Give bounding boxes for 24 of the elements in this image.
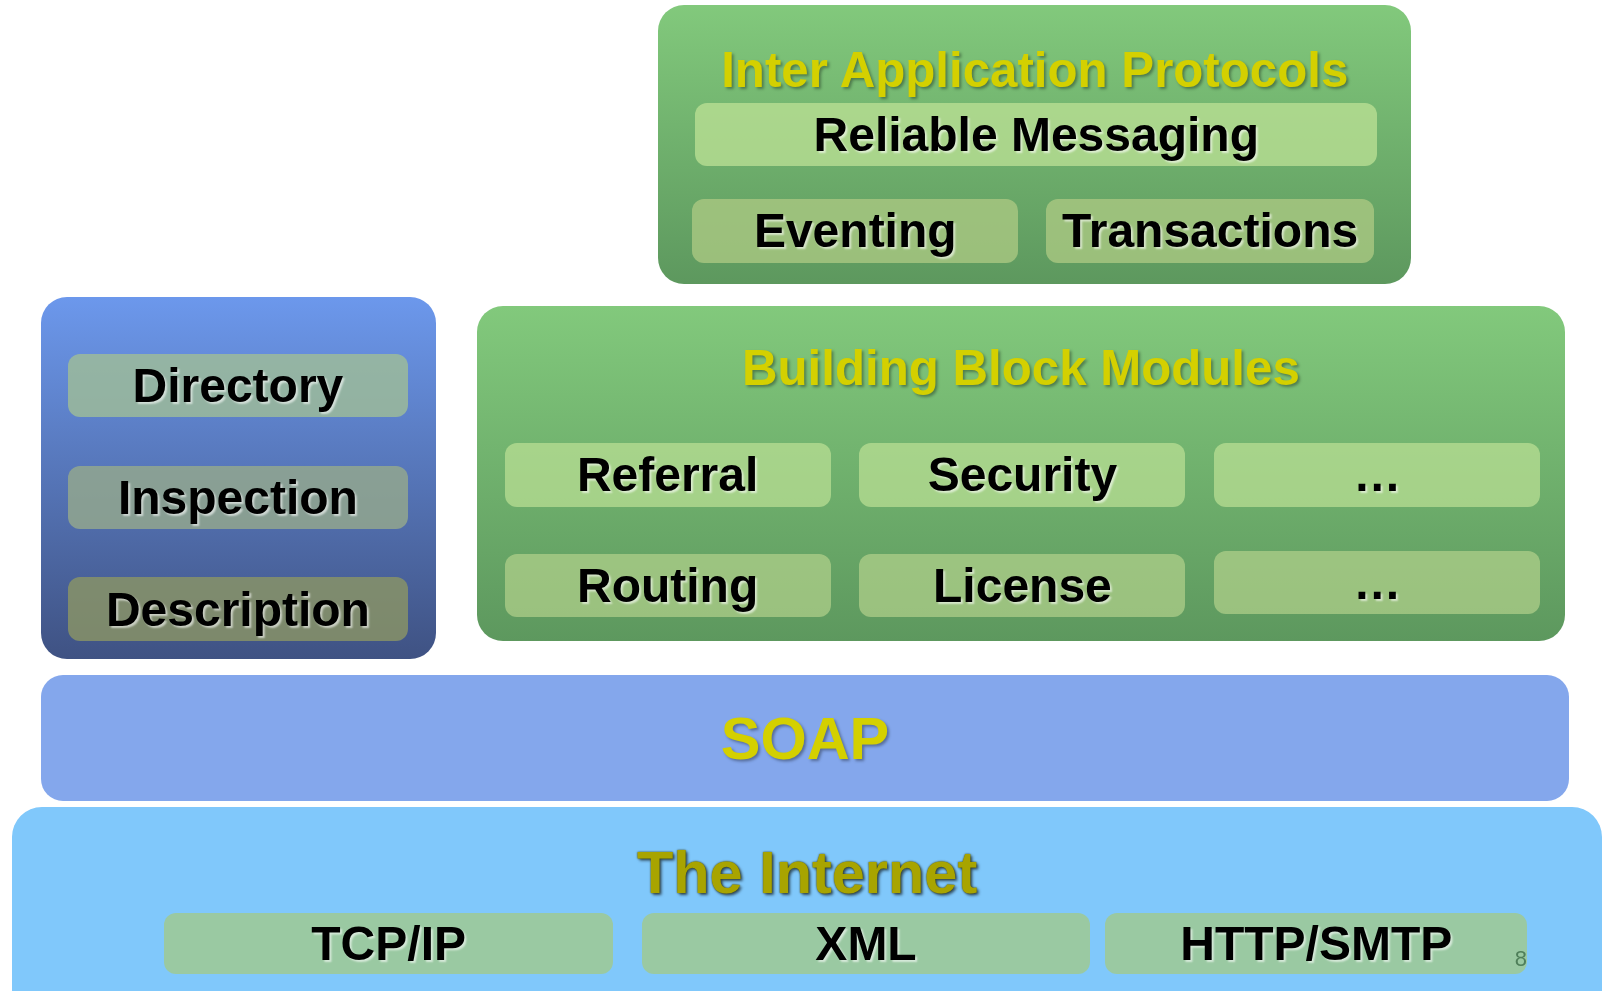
layer-panel — [658, 5, 1412, 285]
layer-heading: Building Block Modules — [740, 339, 1301, 397]
module-box: TCP/IP — [164, 912, 614, 975]
layer-band — [41, 674, 1569, 801]
layer-panel — [476, 305, 1565, 641]
module-box: Directory — [67, 353, 409, 418]
module-box: XML — [641, 912, 1091, 975]
layer-heading: Inter Application Protocols — [720, 41, 1350, 98]
module-box: Reliable Messaging — [695, 102, 1378, 167]
page-number: 8 — [1514, 945, 1527, 972]
layer-heading: SOAP — [719, 703, 891, 773]
module-box: Eventing — [692, 198, 1019, 263]
layer-panel — [41, 297, 436, 660]
module-box: Transactions — [1046, 198, 1375, 263]
module-box: … — [1214, 550, 1541, 615]
module-box: … — [1214, 443, 1541, 507]
layer-heading: The Internet — [635, 837, 979, 907]
module-box: Routing — [504, 553, 831, 618]
module-box: Inspection — [67, 465, 409, 530]
module-box: Description — [67, 577, 409, 641]
module-box: License — [859, 553, 1186, 618]
layer-band — [12, 807, 1602, 991]
module-box: Security — [859, 443, 1186, 507]
module-box: Referral — [504, 443, 831, 507]
